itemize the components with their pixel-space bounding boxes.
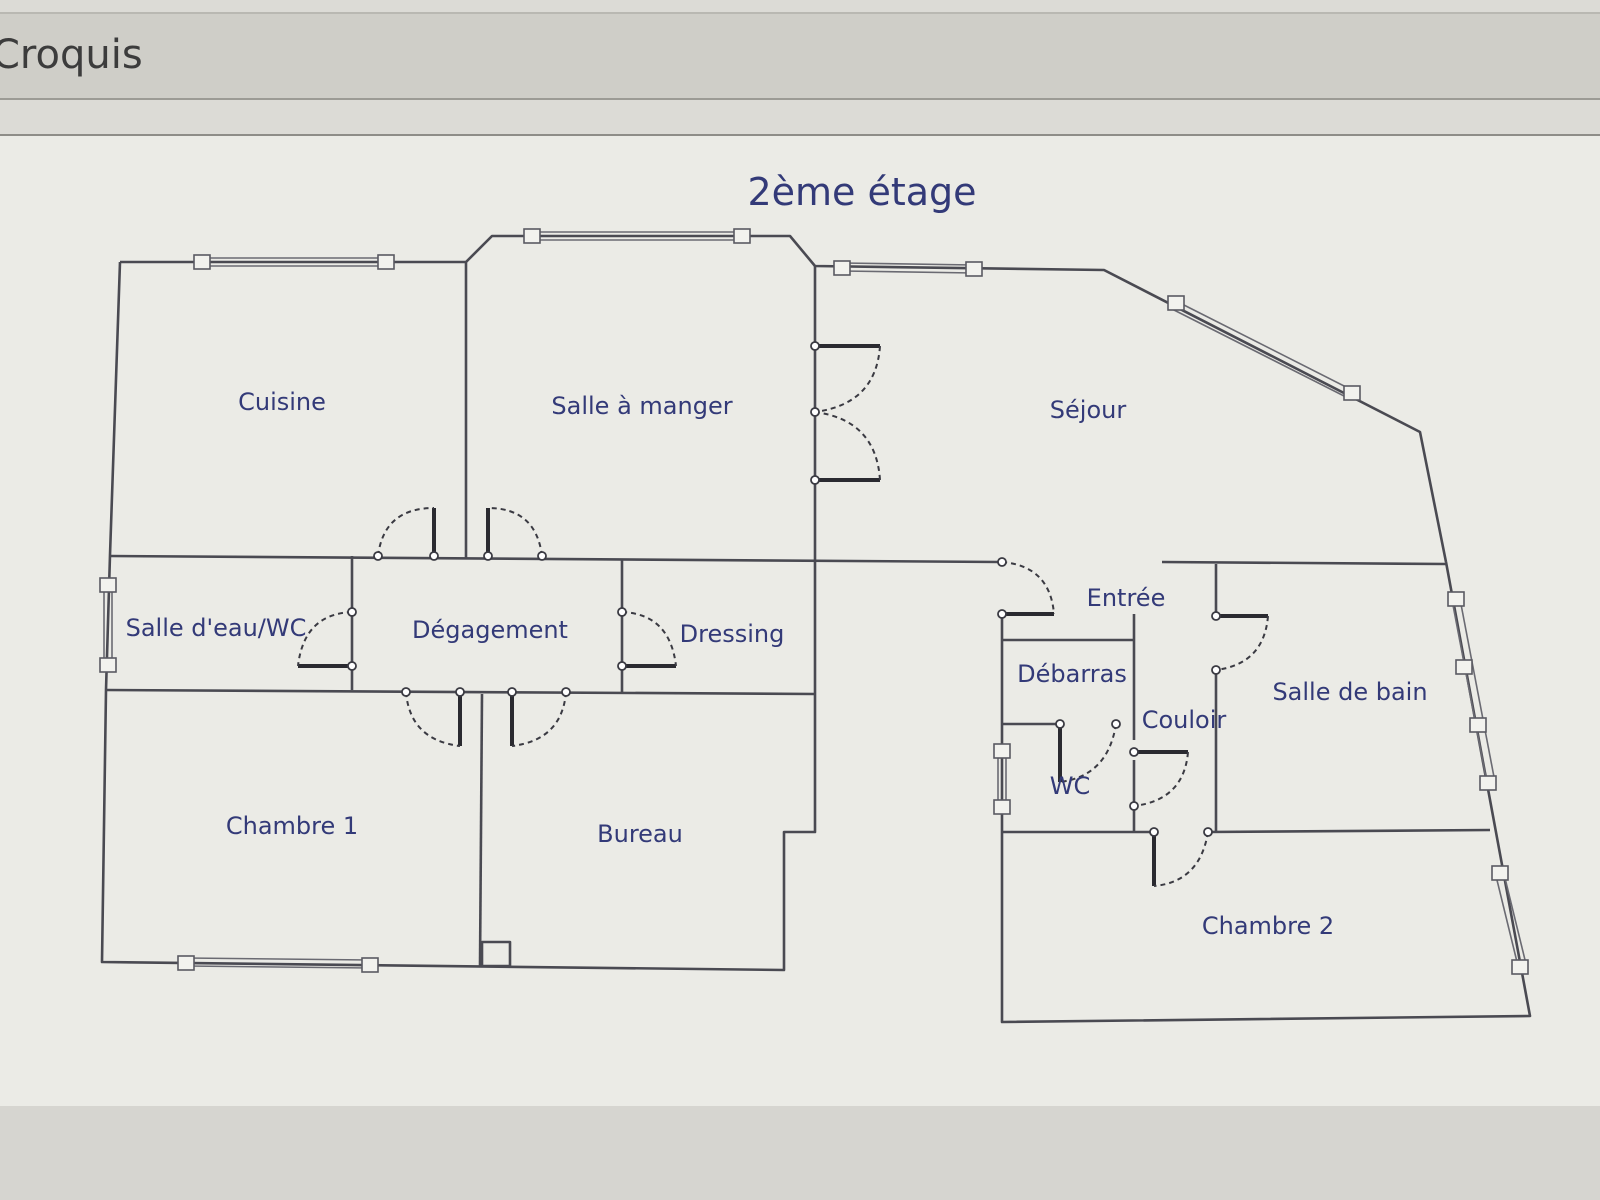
room-label-sejour: Séjour xyxy=(1050,396,1127,424)
room-label-debarras: Débarras xyxy=(1017,660,1127,688)
room-label-couloir: Couloir xyxy=(1142,706,1227,734)
drawing-sheet xyxy=(0,134,1600,1108)
header-bar: Croquis xyxy=(0,12,1600,100)
floor-title: 2ème étage xyxy=(747,170,976,214)
room-label-salle-a-manger: Salle à manger xyxy=(551,392,732,420)
room-label-wc: WC xyxy=(1050,772,1091,800)
room-label-degagement: Dégagement xyxy=(412,616,568,644)
room-label-salle-eau-wc: Salle d'eau/WC xyxy=(126,614,307,642)
room-label-chambre-1: Chambre 1 xyxy=(226,812,358,840)
room-label-cuisine: Cuisine xyxy=(238,388,326,416)
room-label-entree: Entrée xyxy=(1087,584,1166,612)
room-label-dressing: Dressing xyxy=(680,620,785,648)
doors xyxy=(297,341,1269,887)
bottom-strip xyxy=(0,1106,1600,1200)
walls-west-block xyxy=(100,234,1448,972)
header-title: Croquis xyxy=(0,32,143,78)
windows xyxy=(99,228,1529,975)
room-label-chambre-2: Chambre 2 xyxy=(1202,912,1334,940)
room-label-salle-de-bain: Salle de bain xyxy=(1272,678,1427,706)
room-labels: Cuisine Salle à manger Séjour Salle d'ea… xyxy=(126,388,1428,940)
room-label-bureau: Bureau xyxy=(597,820,683,848)
